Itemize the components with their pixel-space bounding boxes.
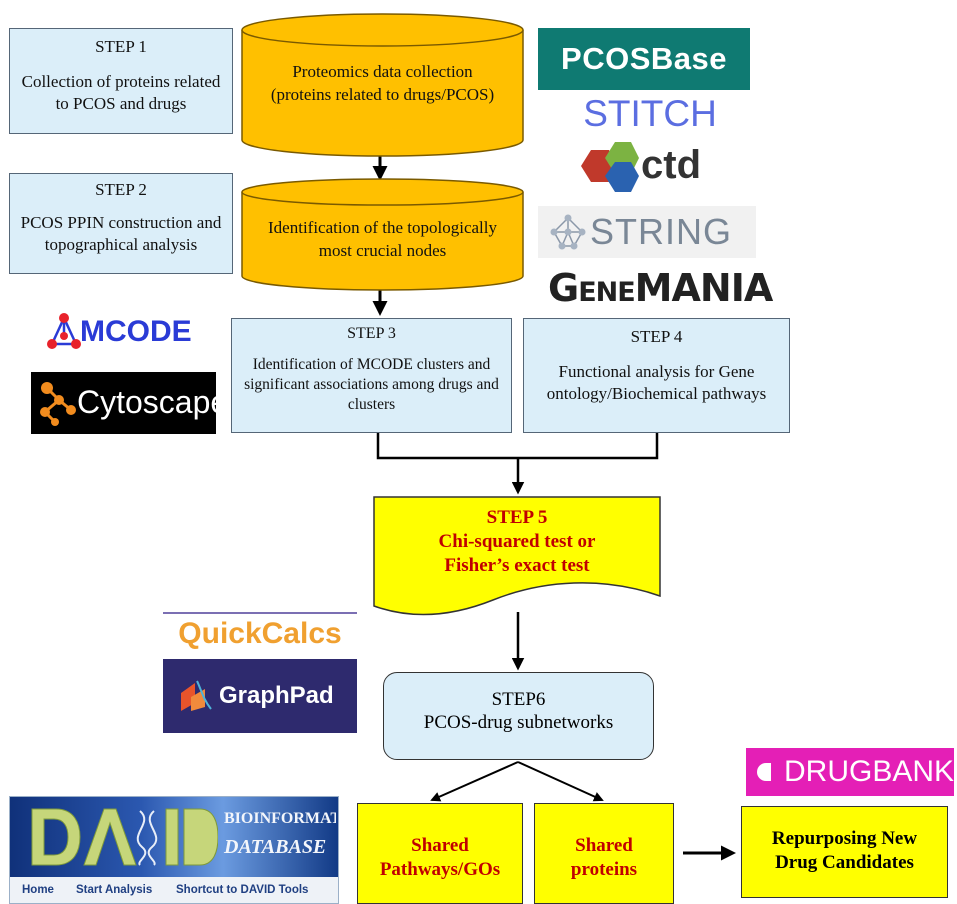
cytoscape-text: Cytoscape <box>77 384 229 420</box>
graphpad-icon <box>181 680 212 711</box>
shared-proteins-line2: proteins <box>570 859 638 880</box>
cylinder-topology: Identification of the topologically most… <box>240 178 525 292</box>
string-text: STRING <box>590 211 733 252</box>
stitch-text: STITCH <box>583 93 717 134</box>
step4-title: STEP 4 <box>630 327 683 346</box>
step5-box: STEP 5 Chi-squared test or Fisher’s exac… <box>373 496 661 618</box>
step6-body: PCOS-drug subnetworks <box>423 712 614 733</box>
step1-body: Collection of proteins related to PCOS a… <box>21 72 221 113</box>
david-line2: DATABASE <box>224 836 327 858</box>
merge-connector <box>376 433 659 460</box>
step4-box: STEP 4 Functional analysis for Gene onto… <box>523 318 790 433</box>
step5-title: STEP 5 <box>486 507 548 528</box>
genemania-text: GeneMANIA <box>548 266 773 310</box>
cylinder-proteomics: Proteomics data collection (proteins rel… <box>240 12 525 158</box>
stitch-logo: STITCH <box>575 92 725 136</box>
cytoscape-logo: Cytoscape <box>31 372 228 434</box>
repurposing-line2: Drug Candidates <box>775 852 914 873</box>
repurposing-box: Repurposing New Drug Candidates <box>741 806 948 898</box>
david-line1: BIOINFORMATICS <box>224 810 336 827</box>
step6-title: STEP6 <box>491 689 546 710</box>
shared-pathways-line1: Shared <box>411 835 469 856</box>
string-network-icon <box>550 214 586 250</box>
step6-box: STEP6 PCOS-drug subnetworks <box>383 672 654 760</box>
ctd-logo: ctd <box>565 136 727 196</box>
step4-body: Functional analysis for Gene ontology/Bi… <box>546 362 767 403</box>
mcode-text: MCODE <box>80 315 192 348</box>
graphpad-text: GraphPad <box>219 682 334 709</box>
mcode-network-icon <box>47 313 81 349</box>
shared-proteins-box: Shared proteins <box>534 803 674 904</box>
ctd-hexagons-icon <box>581 142 639 192</box>
cylinder-shape <box>241 13 524 157</box>
genemania-logo: GeneMANIA <box>548 262 773 314</box>
david-letters-icon <box>31 808 218 866</box>
pcosbase-text: PCOSBase <box>561 41 727 76</box>
david-logo: BIOINFORMATICS DATABASE Home Start Analy… <box>9 796 339 904</box>
step2-box: STEP 2 PCOS PPIN construction and topogr… <box>9 173 233 274</box>
shared-pathways-line2: Pathways/GOs <box>379 859 501 880</box>
step5-line1: Chi-squared test or <box>438 531 596 552</box>
drugbank-logo: DRUGBANK <box>746 748 954 796</box>
step1-box: STEP 1 Collection of proteins related to… <box>9 28 233 134</box>
step2-title: STEP 2 <box>95 180 147 199</box>
pcosbase-logo: PCOSBase <box>538 28 750 90</box>
david-nav-start-analysis[interactable]: Start Analysis <box>76 884 153 896</box>
repurposing-line1: Repurposing New <box>771 828 918 849</box>
quickcalcs-text: QuickCalcs <box>178 617 342 650</box>
step5-shape <box>373 496 661 616</box>
cylinder-top-line1: Proteomics data collection <box>292 62 473 81</box>
cylinder-mid-line2: most crucial nodes <box>318 241 447 260</box>
cylinder-top-line2: (proteins related to drugs/PCOS) <box>270 85 495 104</box>
cylinder-shape-2 <box>241 178 524 291</box>
mcode-logo: MCODE <box>46 312 201 352</box>
graphpad-logo: GraphPad <box>163 659 357 733</box>
david-nav-home[interactable]: Home <box>22 884 54 896</box>
step1-title: STEP 1 <box>95 37 147 56</box>
david-nav-shortcut[interactable]: Shortcut to DAVID Tools <box>176 884 309 896</box>
drugbank-text: DRUGBANK <box>784 755 955 788</box>
quickcalcs-logo: QuickCalcs <box>163 612 357 656</box>
arrow-to-shared-pathways <box>430 761 519 802</box>
step3-body: Identification of MCODE clusters and sig… <box>244 356 499 413</box>
shared-pathways-box: Shared Pathways/GOs <box>357 803 523 904</box>
drugbank-pill-icon <box>757 763 785 781</box>
step3-box: STEP 3 Identification of MCODE clusters … <box>231 318 512 433</box>
step3-title: STEP 3 <box>347 325 396 342</box>
shared-proteins-line1: Shared <box>575 835 633 856</box>
string-logo: STRING <box>538 206 756 258</box>
cytoscape-icon <box>40 382 76 426</box>
step2-body: PCOS PPIN construction and topographical… <box>20 213 222 254</box>
david-banner: BIOINFORMATICS DATABASE <box>10 797 338 877</box>
step5-line2: Fisher’s exact test <box>444 555 590 576</box>
david-nav: Home Start Analysis Shortcut to DAVID To… <box>10 877 338 903</box>
arrow-to-shared-proteins <box>517 761 604 802</box>
ctd-text: ctd <box>641 143 701 187</box>
cylinder-mid-line1: Identification of the topologically <box>268 218 497 237</box>
